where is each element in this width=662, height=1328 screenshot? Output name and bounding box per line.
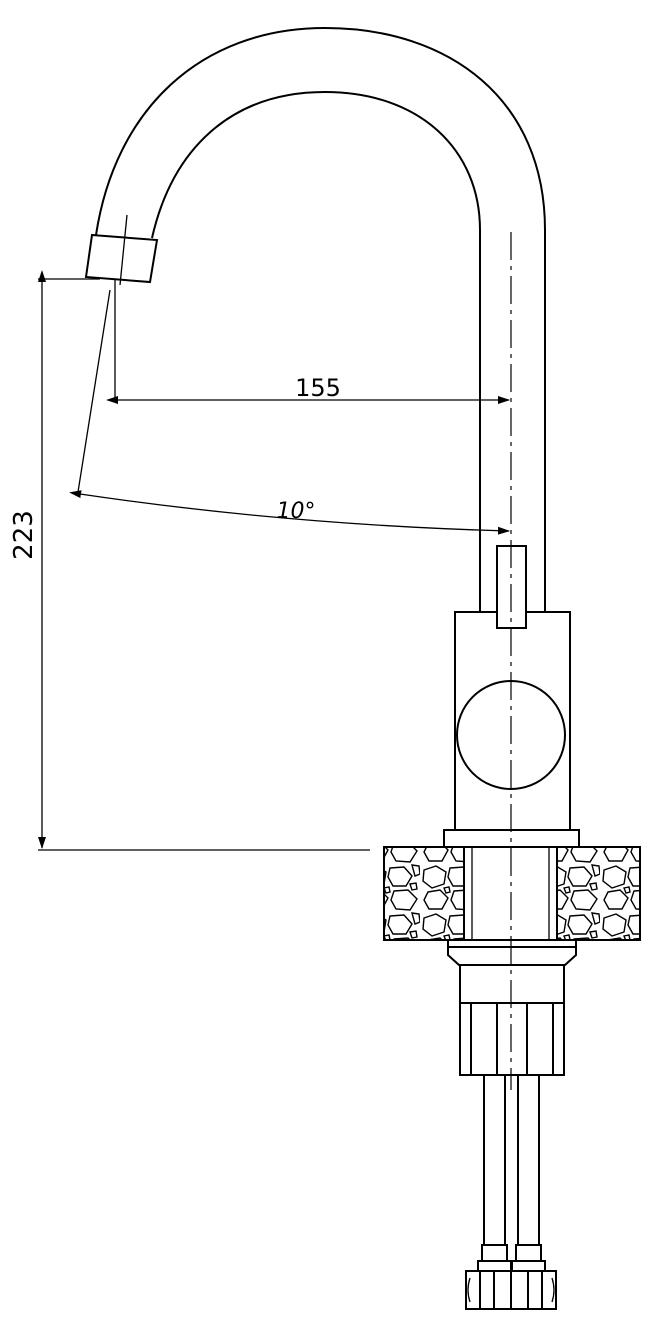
height-dimension-label: 223 xyxy=(9,510,39,560)
angle-dimension-label: 10° xyxy=(277,499,316,524)
reach-dimension-label: 155 xyxy=(295,374,341,402)
stream-indicator xyxy=(77,280,116,493)
height-dimension: 223 xyxy=(9,270,370,851)
spout xyxy=(84,26,546,612)
aerator-tip xyxy=(84,233,159,284)
supply-hoses xyxy=(465,1075,557,1310)
hose-nuts xyxy=(465,1270,557,1310)
fixing-nut xyxy=(459,1002,565,1076)
reach-dimension: 155 xyxy=(106,374,510,404)
angle-dimension: 10° xyxy=(69,490,510,535)
mounting-hardware xyxy=(447,939,577,1076)
countertop-section xyxy=(383,846,641,941)
